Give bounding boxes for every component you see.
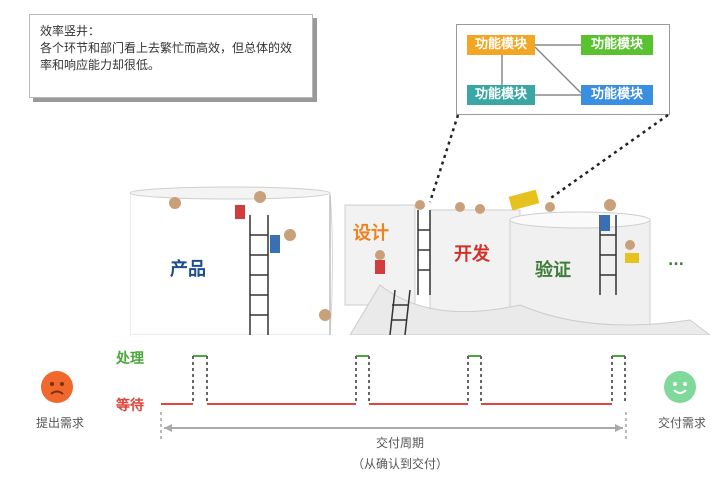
note-body: 各个环节和部门看上去繁忙而高效，但总体的效率和响应能力却很低。 [40, 41, 293, 72]
module-orange: 功能模块 [467, 35, 535, 55]
module-blue: 功能模块 [581, 85, 653, 105]
module-callout: 功能模块 功能模块 功能模块 功能模块 [456, 24, 670, 115]
tower-label-more: ... [668, 253, 684, 269]
tower-label-product: 产品 [170, 259, 206, 280]
sad-face-icon [41, 371, 73, 403]
start-label: 提出需求 [35, 416, 84, 430]
wait-label: 等待 [116, 398, 144, 414]
silo-towers-illustration [130, 186, 710, 335]
note-title: 效率竖井： [40, 24, 101, 38]
happy-face-icon [664, 371, 696, 403]
process-label: 处理 [116, 351, 144, 367]
period-sub-label: （从确认到交付） [351, 457, 448, 471]
tower-label-design: 设计 [353, 223, 389, 244]
module-links [501, 44, 582, 96]
tower-label-dev: 开发 [454, 244, 490, 265]
tower-label-verify: 验证 [535, 260, 571, 281]
module-green: 功能模块 [581, 35, 653, 55]
efficiency-silo-note: 效率竖井： 各个环节和部门看上去繁忙而高效，但总体的效率和响应能力却很低。 [29, 14, 313, 98]
module-teal: 功能模块 [467, 85, 535, 105]
end-label: 交付需求 [657, 416, 706, 430]
period-label: 交付周期 [375, 436, 424, 450]
